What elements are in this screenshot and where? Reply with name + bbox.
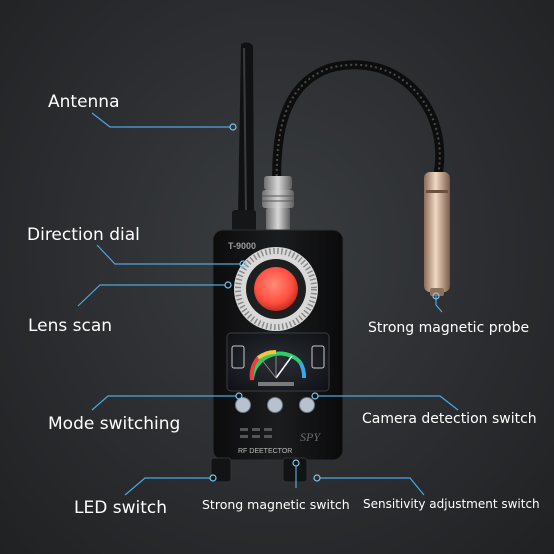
- label-led-switch: LED switch: [74, 498, 167, 518]
- callout-camera: [318, 395, 459, 411]
- label-sensitivity-adjustment-switch: Sensitivity adjustment switch: [363, 497, 540, 511]
- callout-led: [124, 477, 210, 496]
- model-text: T-9000: [228, 241, 256, 251]
- label-camera-detection-switch: Camera detection switch: [362, 411, 537, 427]
- front-label-text: RF DEETECTOR: [238, 448, 292, 455]
- label-direction-dial: Direction dial: [27, 225, 140, 245]
- device-body: [210, 229, 344, 483]
- label-mode-switching: Mode switching: [48, 414, 181, 434]
- label-lens-scan: Lens scan: [28, 316, 113, 336]
- callout-mode: [91, 395, 236, 411]
- antenna-part: [232, 42, 256, 232]
- probe-connector: [262, 176, 294, 232]
- label-strong-magnetic-probe: Strong magnetic probe: [368, 320, 530, 336]
- probe-cable: [272, 60, 450, 296]
- callout-sensitivity: [320, 477, 425, 496]
- label-antenna: Antenna: [48, 92, 120, 112]
- callout-dial: [96, 244, 240, 265]
- callout-antenna: [91, 112, 230, 128]
- label-strong-magnetic-switch: Strong magnetic switch: [202, 497, 350, 512]
- watermark-text: SPY: [300, 430, 321, 444]
- callout-lines: [77, 112, 459, 496]
- callout-lens: [77, 284, 225, 307]
